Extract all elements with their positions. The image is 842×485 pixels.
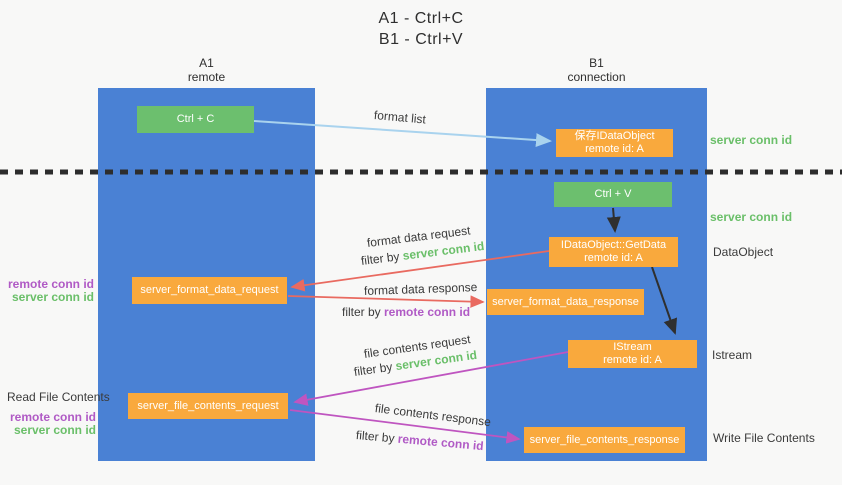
label-remote-conn-id-top-left: remote conn id bbox=[7, 277, 94, 291]
node-format-response: server_format_data_response bbox=[487, 289, 644, 315]
node-getdata: IDataObject::GetData remote id: A bbox=[549, 237, 678, 267]
label-read-file-contents: Read File Contents bbox=[7, 390, 110, 404]
save-dataobject-line1: 保存IDataObject bbox=[574, 130, 655, 142]
right-column-header: B1 connection bbox=[486, 56, 707, 84]
getdata-line2: remote id: A bbox=[584, 252, 643, 264]
node-file-request: server_file_contents_request bbox=[128, 393, 288, 419]
title-line-1: A1 - Ctrl+C bbox=[378, 10, 464, 27]
label-dataobject: DataObject bbox=[713, 245, 774, 259]
ctrl-v-label: Ctrl + V bbox=[594, 188, 632, 200]
file-response-label: server_file_contents_response bbox=[529, 433, 680, 446]
label-server-conn-id-top-left: server conn id bbox=[11, 290, 94, 304]
node-format-request: server_format_data_request bbox=[132, 277, 287, 304]
arrow-getdata-to-istream bbox=[651, 266, 678, 335]
right-column-name: B1 bbox=[589, 56, 604, 70]
arrow-format-data-request bbox=[290, 250, 550, 292]
file-request-label: server_file_contents_request bbox=[137, 399, 279, 412]
node-ctrl-c: Ctrl + C bbox=[137, 106, 254, 133]
label-write-file-contents: Write File Contents bbox=[713, 431, 815, 445]
getdata-line1: IDataObject::GetData bbox=[560, 239, 667, 251]
node-save-dataobject: 保存IDataObject remote id: A bbox=[556, 129, 673, 157]
filter-prefix: filter by bbox=[342, 305, 385, 319]
label-remote-conn-id-bottom-left: remote conn id bbox=[9, 410, 96, 424]
save-dataobject-line2: remote id: A bbox=[585, 143, 644, 155]
node-istream: IStream remote id: A bbox=[568, 340, 697, 368]
istream-line2: remote id: A bbox=[603, 354, 662, 366]
label-server-conn-id-top-right: server conn id bbox=[710, 133, 793, 147]
istream-line1: IStream bbox=[613, 341, 652, 353]
title-line-2: B1 - Ctrl+V bbox=[378, 31, 464, 48]
arrow-file-contents-request bbox=[293, 351, 569, 406]
filter-key-remote-conn-id: remote conn id bbox=[384, 305, 471, 319]
arrow-file-contents-response bbox=[289, 409, 521, 444]
left-column-role: remote bbox=[187, 70, 226, 84]
arrow-format-list bbox=[253, 120, 552, 148]
right-column-role: connection bbox=[567, 70, 626, 84]
label-istream: Istream bbox=[712, 348, 753, 362]
format-response-label: server_format_data_response bbox=[492, 295, 639, 308]
left-column-header: A1 remote bbox=[98, 56, 315, 84]
left-column-name: A1 bbox=[199, 56, 214, 70]
arrow-format-data-response bbox=[287, 295, 485, 308]
node-file-response: server_file_contents_response bbox=[524, 427, 685, 453]
label-server-conn-id-mid-right: server conn id bbox=[710, 210, 793, 224]
edge-label-filter-remote-1: filter by remote conn id bbox=[342, 305, 470, 319]
format-request-label: server_format_data_request bbox=[140, 284, 279, 296]
node-ctrl-v: Ctrl + V bbox=[554, 182, 672, 207]
arrow-ctrlv-to-getdata bbox=[606, 207, 621, 233]
diagram-title: A1 - Ctrl+C B1 - Ctrl+V bbox=[0, 8, 842, 50]
label-server-conn-id-bottom-left: server conn id bbox=[13, 423, 96, 437]
ctrl-c-label: Ctrl + C bbox=[176, 113, 215, 125]
